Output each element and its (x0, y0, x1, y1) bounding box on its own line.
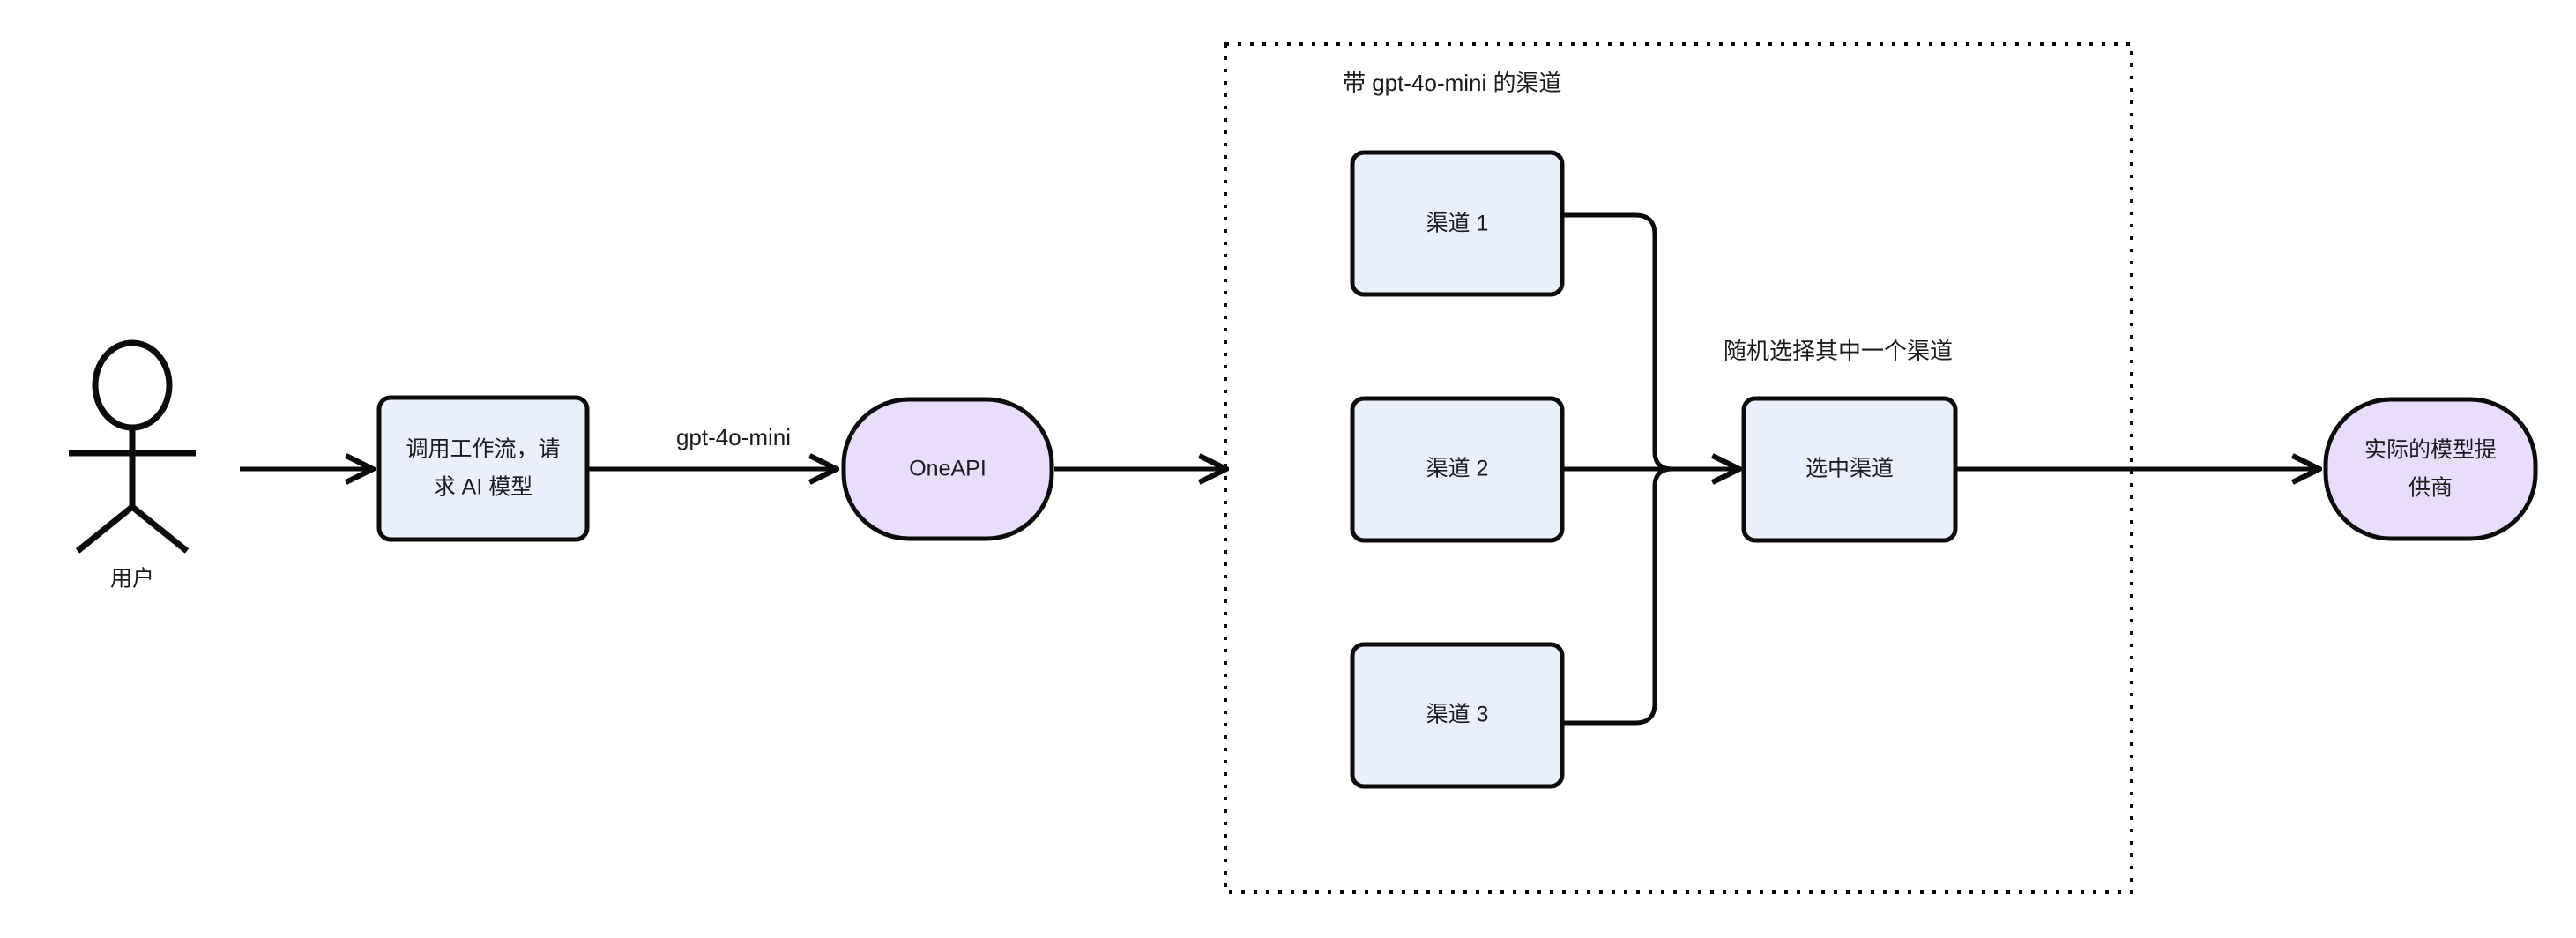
node-model-provider[interactable] (2323, 397, 2538, 541)
node-channel-1-label: 渠道 1 (1426, 212, 1489, 236)
edge-channel-3-to-selected (1564, 466, 1673, 726)
node-model-provider-label-line1: 实际的模型提 (2364, 438, 2497, 463)
node-channel-3[interactable] (1350, 642, 1565, 789)
node-workflow-label-line1: 调用工作流，请 (406, 437, 560, 462)
channel-group-title: 带 gpt-4o-mini 的渠道 (1343, 70, 1562, 96)
user-actor-icon (69, 339, 196, 554)
node-channel-2-label: 渠道 2 (1426, 457, 1489, 481)
node-channel-1[interactable] (1350, 150, 1565, 297)
node-selected-channel[interactable] (1741, 396, 1958, 543)
node-selected-channel-label: 选中渠道 (1805, 457, 1894, 481)
node-channel-2[interactable] (1350, 396, 1565, 543)
edge-label-random-select: 随机选择其中一个渠道 (1724, 338, 1953, 364)
node-workflow[interactable] (376, 395, 590, 542)
edge-label-gpt-4o-mini: gpt-4o-mini (676, 424, 791, 450)
node-model-provider-label-line2: 供商 (2408, 476, 2453, 501)
node-oneapi-label: OneAPI (909, 457, 986, 481)
user-actor-label: 用户 (110, 567, 154, 592)
node-oneapi[interactable] (841, 397, 1054, 541)
node-workflow-label-line2: 求 AI 模型 (434, 475, 533, 500)
node-channel-3-label: 渠道 3 (1426, 703, 1489, 727)
edge-channel-1-to-selected (1564, 212, 1673, 472)
